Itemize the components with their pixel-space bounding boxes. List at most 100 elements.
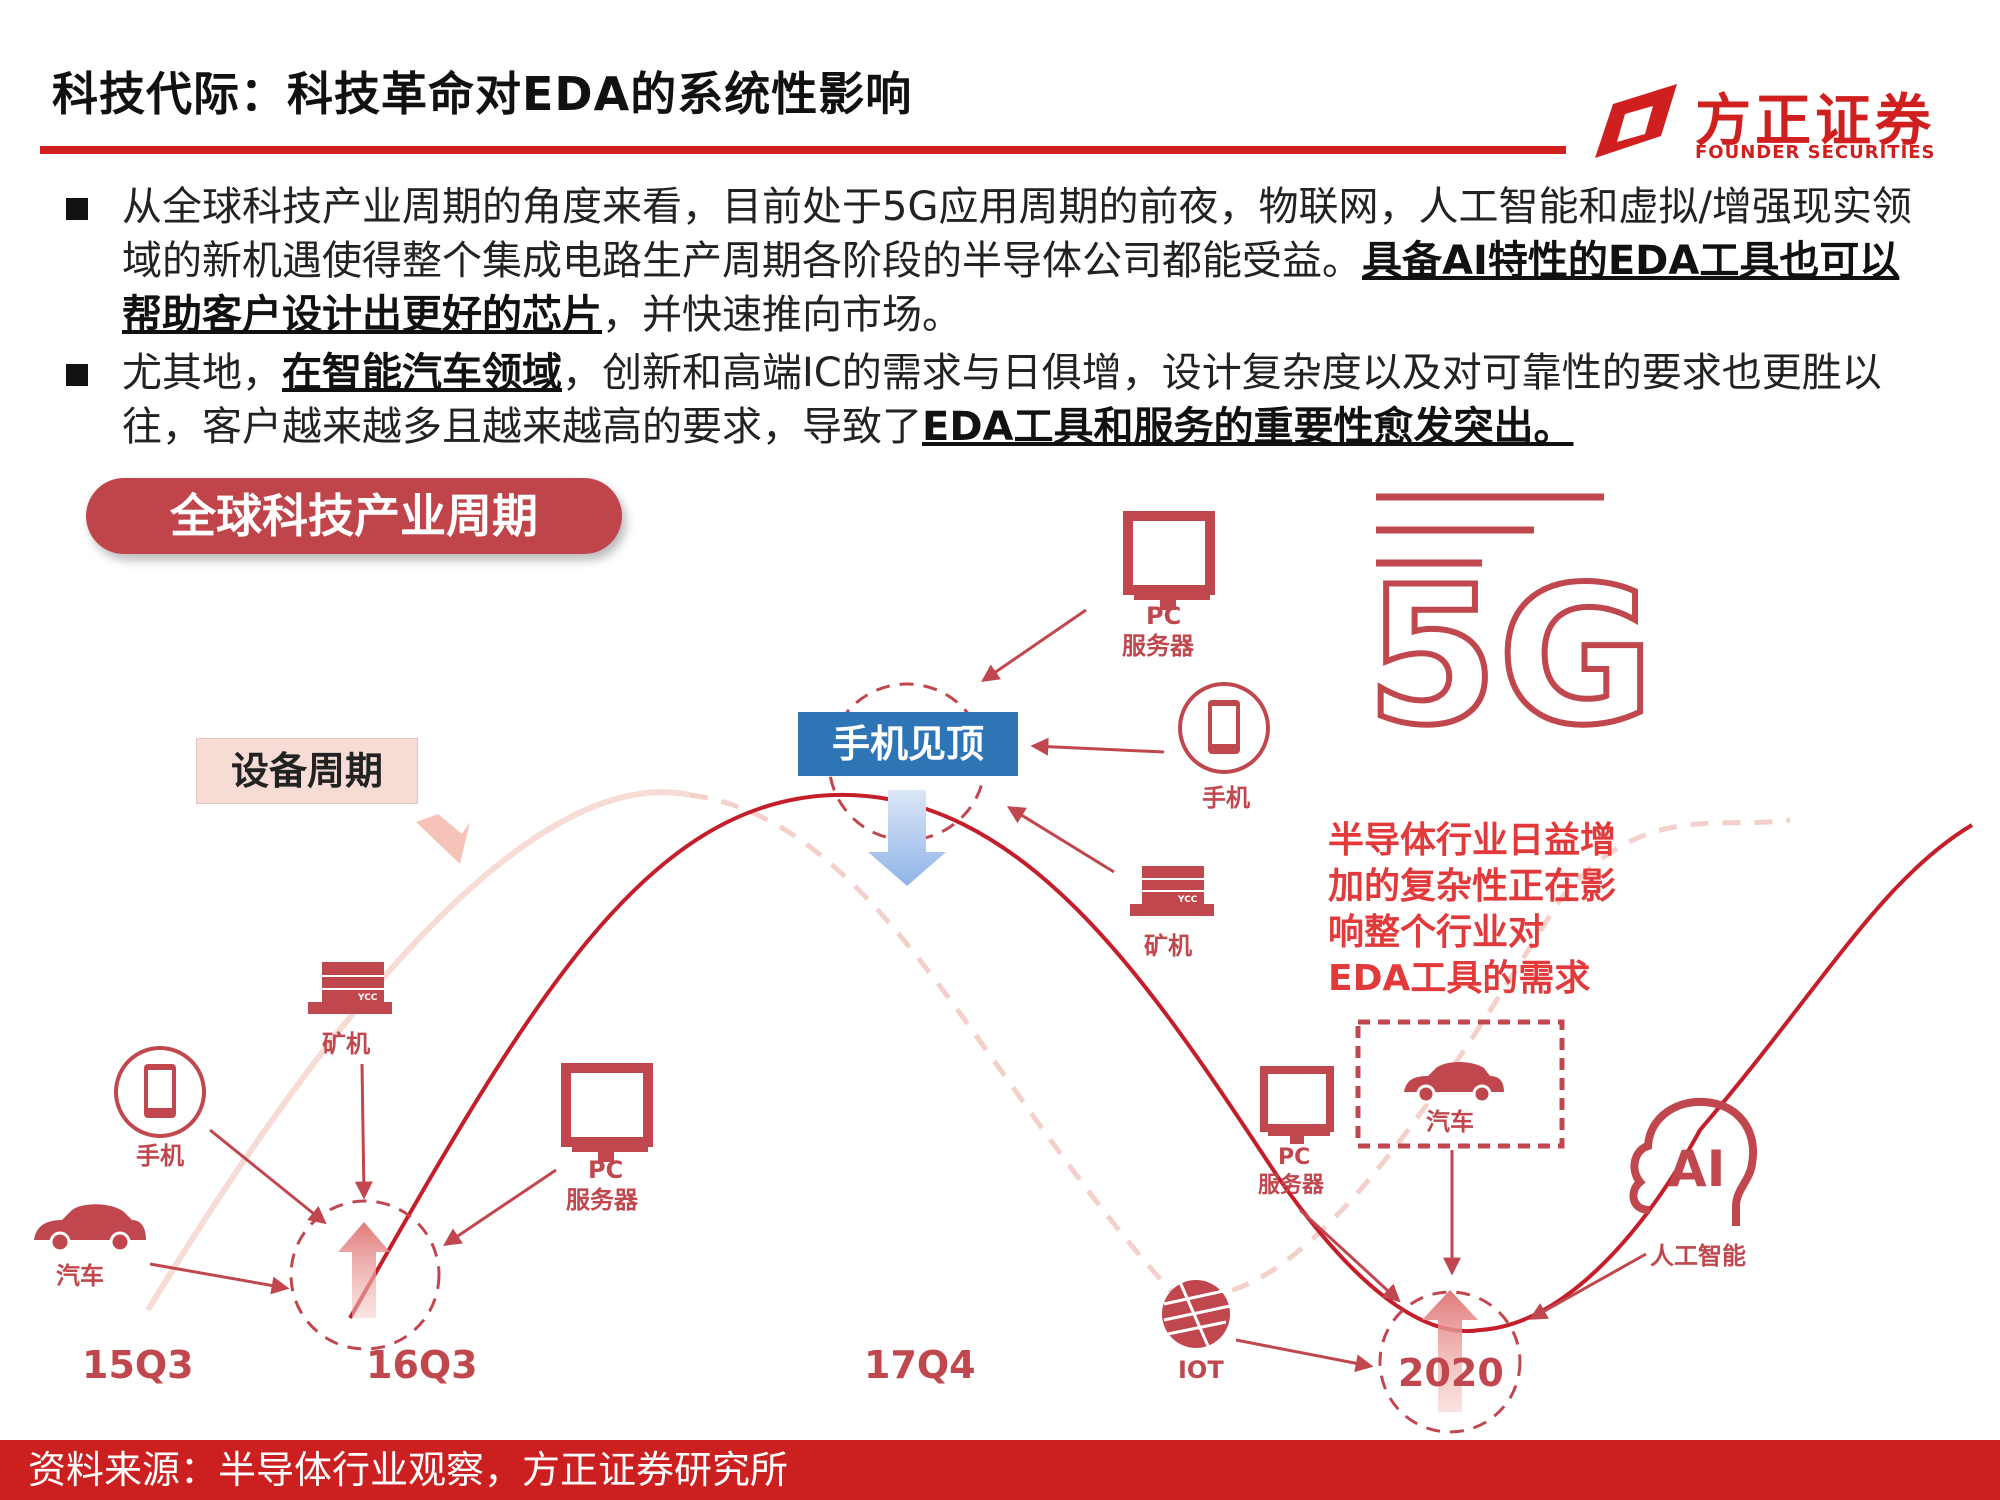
pc-peak: PC 服务器 — [1122, 511, 1215, 660]
bullet-text-1: 从全球科技产业周期的角度来看，目前处于5G应用周期的前夜，物联网，人工智能和虚拟… — [122, 180, 1922, 342]
miner-left-badge: YCC — [357, 993, 378, 1003]
miner-base-icon — [308, 1002, 392, 1014]
title-divider — [40, 146, 1566, 154]
arrow-miner-to-16q3 — [354, 1063, 373, 1200]
equipment-cycle-curve — [145, 789, 691, 1312]
monitor-icon — [1123, 511, 1215, 595]
tick-2020: 2020 — [1398, 1351, 1504, 1395]
car-left: 汽车 — [34, 1204, 146, 1290]
down-arrow-peak-icon — [868, 790, 946, 886]
server-peak-label: 服务器 — [1122, 632, 1195, 660]
founder-logo: 方正证券 FOUNDER SECURITIES — [1595, 76, 1935, 168]
tick-16q3: 16Q3 — [366, 1343, 478, 1387]
miner-peak-label: 矿机 — [1144, 932, 1192, 960]
callout-text: 半导体行业日益增 加的复杂性正在影 响整个行业对 EDA工具的需求 — [1328, 818, 1658, 1002]
source-footer: 资料来源：半导体行业观察，方正证券研究所 — [0, 1440, 2000, 1500]
car-icon — [1404, 1062, 1504, 1092]
bullet-2-text-b: ，创新和高端IC的需求与日俱增，设计复杂度以及对可靠性的要求也更胜以往，客户越来… — [122, 350, 1882, 450]
arrow-iot-to-2020 — [1235, 1338, 1374, 1373]
server-left-label: 服务器 — [566, 1186, 639, 1214]
logo-english-name: FOUNDER SECURITIES — [1695, 142, 1936, 163]
miner-icon — [1142, 866, 1204, 904]
arrow-pc-to-peak — [981, 608, 1087, 683]
bullet-2-bold-b: EDA工具和服务的重要性愈发突出。 — [922, 404, 1574, 450]
bullet-1-bold: 具备AI特性的EDA工具也可以帮助客户设计出更好的芯片 — [122, 238, 1900, 338]
pc-peak-label: PC — [1146, 602, 1181, 630]
arrow-pc-to-2020 — [1298, 1208, 1401, 1303]
monitor-foot-icon — [1290, 1136, 1304, 1144]
tick-15q3: 15Q3 — [82, 1343, 194, 1387]
phone-peak-label: 手机 — [1202, 784, 1250, 812]
car-wheel-icon — [1416, 1084, 1436, 1104]
monitor-stand-icon — [1268, 1128, 1330, 1136]
marker-circle-2020 — [1378, 1290, 1522, 1434]
car-wheel-icon — [49, 1231, 71, 1253]
ai-badge: AI — [1668, 1140, 1725, 1198]
phone-left-label: 手机 — [136, 1142, 184, 1170]
phone-peak: 手机 — [1178, 682, 1270, 812]
source-text: 资料来源：半导体行业观察，方正证券研究所 — [28, 1448, 789, 1492]
arrow-miner-to-peak — [1006, 806, 1115, 874]
callout-line: 半导体行业日益增 — [1328, 820, 1617, 861]
tick-17q4: 17Q4 — [864, 1343, 976, 1387]
main-cycle-curve — [348, 792, 1974, 1334]
pc-trough-label: PC — [1278, 1145, 1310, 1170]
ai-trough: AI 人工智能 — [1629, 1097, 1757, 1270]
miner-peak-badge: YCC — [1177, 895, 1198, 905]
miner-left-label: 矿机 — [322, 1030, 370, 1058]
phone-screen-icon — [1212, 706, 1236, 744]
section-title-pill: 全球科技产业周期 — [86, 478, 622, 554]
bullet-2-text-a: 尤其地， — [122, 350, 282, 396]
server-trough-label: 服务器 — [1258, 1173, 1325, 1198]
pc-trough: PC 服务器 — [1258, 1066, 1334, 1198]
equipment-cycle-curve-dashed — [689, 792, 1791, 1299]
monitor-stand-icon — [572, 1142, 648, 1152]
bullet-1-text-b: ，并快速推向市场。 — [602, 292, 962, 338]
ai-trough-label: 人工智能 — [1650, 1242, 1746, 1270]
bullet-item-1: 从全球科技产业周期的角度来看，目前处于5G应用周期的前夜，物联网，人工智能和虚拟… — [64, 180, 1924, 342]
arrow-pc-to-16q3 — [443, 1168, 557, 1247]
callout-line: 加的复杂性正在影 — [1328, 866, 1617, 907]
page-title: 科技代际：科技革命对EDA的系统性影响 — [52, 67, 913, 121]
equipment-cycle-arrow-icon — [416, 814, 470, 864]
bullet-square-icon — [66, 198, 88, 220]
monitor-foot-icon — [1160, 600, 1176, 610]
miner-icon — [322, 962, 384, 1002]
car-wheel-icon — [1472, 1084, 1492, 1104]
car-trough-frame — [1355, 1019, 1565, 1149]
miner-peak: YCC 矿机 — [1130, 866, 1214, 960]
bullet-2-bold-a: 在智能汽车领域 — [282, 350, 562, 396]
miner-left: YCC 矿机 — [308, 962, 392, 1058]
phone-screen-icon — [148, 1070, 172, 1108]
car-wheel-icon — [109, 1231, 131, 1253]
bullet-list: 从全球科技产业周期的角度来看，目前处于5G应用周期的前夜，物联网，人工智能和虚拟… — [64, 180, 1924, 458]
car-trough-box: 汽车 — [1355, 1019, 1565, 1149]
arrow-ai-to-2020 — [1528, 1252, 1647, 1320]
pc-left: PC 服务器 — [561, 1063, 653, 1214]
founder-logo-mark-icon — [1595, 84, 1677, 158]
callout-line: EDA工具的需求 — [1328, 958, 1591, 999]
iot-trough-label: IOT — [1178, 1356, 1224, 1384]
phone-badge-circle — [1178, 682, 1270, 774]
arrow-car-to-16q3 — [149, 1262, 290, 1295]
monitor-stand-icon — [1134, 590, 1210, 600]
monitor-foot-icon — [598, 1152, 614, 1162]
iot-globe-lines-icon — [1163, 1281, 1231, 1347]
bullet-square-icon — [66, 364, 88, 386]
logo-chinese-name: 方正证券 — [1695, 89, 1935, 154]
iot-trough: IOT — [1162, 1280, 1231, 1384]
car-icon — [34, 1204, 146, 1240]
pc-left-label: PC — [588, 1156, 623, 1184]
up-arrow-2020-icon — [1422, 1290, 1478, 1412]
arrow-phone-to-peak — [1030, 737, 1165, 756]
bullet-1-text-a: 从全球科技产业周期的角度来看，目前处于5G应用周期的前夜，物联网，人工智能和虚拟… — [122, 184, 1912, 284]
up-arrow-16q3-icon — [338, 1222, 390, 1318]
phone-left: 手机 — [114, 1046, 206, 1170]
phone-badge-circle — [114, 1046, 206, 1138]
5g-graphic: 5G — [1363, 493, 1657, 770]
callout-line: 响整个行业对 — [1328, 912, 1545, 953]
monitor-icon — [561, 1063, 653, 1147]
phone-peak-label-box: 手机见顶 — [798, 712, 1018, 776]
equipment-cycle-label: 设备周期 — [196, 738, 418, 804]
